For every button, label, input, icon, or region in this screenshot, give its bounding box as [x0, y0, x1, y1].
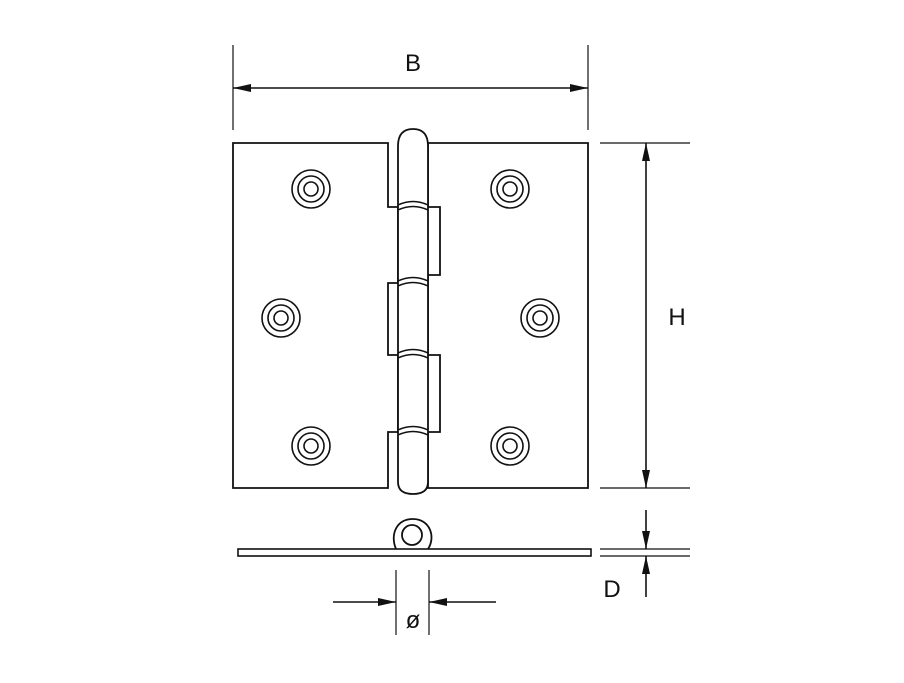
knuckle-joint-2	[397, 276, 429, 282]
knuckle-joint-1	[397, 200, 429, 206]
right-leaf	[427, 142, 589, 489]
pin-diameter-label: ø	[406, 607, 421, 634]
screw-hole-top-left	[291, 169, 331, 209]
width-dimension: B	[232, 45, 589, 130]
screw-hole-top-right	[490, 169, 530, 209]
knuckle-joint-4	[397, 425, 429, 431]
screw-hole-bottom-left	[291, 426, 331, 466]
screw-hole-mid-left	[261, 298, 301, 338]
pin-diameter-dimension: ø	[333, 570, 496, 635]
side-knuckle-outer	[392, 518, 433, 550]
side-plate	[237, 548, 592, 557]
left-leaf	[232, 142, 399, 489]
hinge-side-view	[237, 518, 592, 557]
thickness-label: D	[603, 576, 620, 603]
screw-hole-bottom-right	[490, 426, 530, 466]
height-dimension: H	[600, 142, 690, 489]
knuckle-joint-1b	[397, 205, 429, 211]
hinge-front-view	[232, 128, 589, 495]
knuckle-joint-3b	[397, 353, 429, 359]
knuckle-joint-3	[397, 348, 429, 354]
hinge-barrel	[397, 128, 429, 495]
side-knuckle-inner	[401, 524, 423, 546]
height-label: H	[668, 304, 685, 331]
width-label: B	[405, 50, 421, 77]
knuckle-joint-2b	[397, 281, 429, 287]
screw-hole-mid-right	[520, 298, 560, 338]
knuckle-joint-4b	[397, 430, 429, 436]
thickness-dimension: D	[600, 510, 690, 603]
